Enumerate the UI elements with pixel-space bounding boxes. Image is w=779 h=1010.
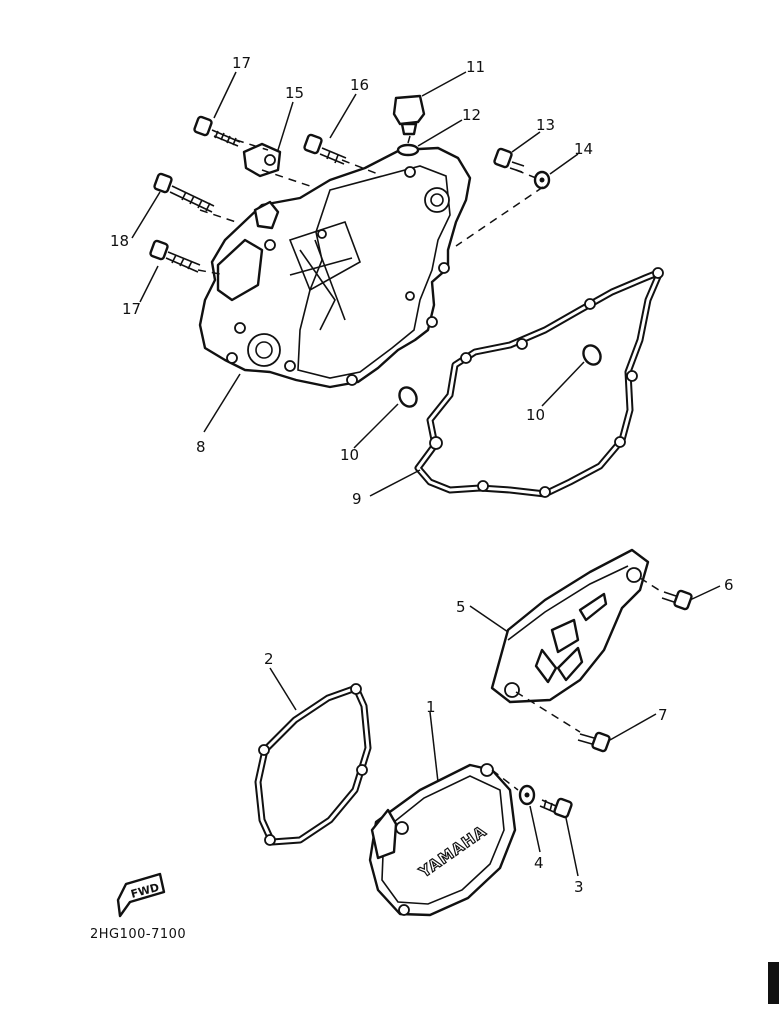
dowel-pin-part-10b [582, 344, 602, 366]
bolt-part-3 [539, 797, 573, 819]
label-part-15: 15 [285, 84, 304, 102]
gasket-part-2 [254, 683, 372, 846]
bolt-part-18 [153, 172, 215, 213]
label-part-2: 2 [264, 650, 274, 668]
plug-part-11 [392, 94, 426, 136]
sprocket-cover-part-5 [490, 548, 650, 704]
label-part-10b: 10 [526, 406, 545, 424]
washer-part-4 [518, 784, 536, 806]
bolt-part-7 [577, 731, 611, 753]
label-part-14: 14 [574, 140, 593, 158]
label-part-18: 18 [110, 232, 129, 250]
label-part-10a: 10 [340, 446, 359, 464]
clamp-part-15 [242, 142, 282, 178]
label-part-13: 13 [536, 116, 555, 134]
label-part-5: 5 [456, 598, 466, 616]
label-part-3: 3 [574, 878, 584, 896]
scan-edge-bar [768, 962, 779, 1004]
label-part-4: 4 [534, 854, 544, 872]
washer-part-14 [533, 170, 551, 190]
label-part-9: 9 [352, 490, 362, 508]
gasket-part-9 [414, 267, 664, 498]
bolt-part-17b [149, 239, 201, 273]
label-part-1: 1 [426, 698, 436, 716]
label-part-16: 16 [350, 76, 369, 94]
label-part-6: 6 [724, 576, 734, 594]
bolt-part-13 [493, 147, 525, 173]
crankcase-cover-part-8 [198, 146, 472, 389]
forward-arrow-icon: FWD [116, 872, 166, 918]
label-part-17a: 17 [232, 54, 251, 72]
leader-lines [131, 71, 721, 877]
label-part-7: 7 [658, 706, 668, 724]
label-part-17b: 17 [122, 300, 141, 318]
drawing-code: 2HG100-7100 [90, 927, 186, 942]
dowel-pin-part-10a [398, 386, 418, 408]
o-ring-part-12 [396, 143, 420, 157]
bolt-part-17a [193, 115, 241, 147]
generator-cover-part-1: YAMAHA [368, 763, 517, 917]
label-part-11: 11 [466, 58, 485, 76]
label-part-12: 12 [462, 106, 481, 124]
bolt-part-16 [303, 133, 347, 165]
label-part-8: 8 [196, 438, 206, 456]
bolt-part-6 [661, 589, 693, 611]
